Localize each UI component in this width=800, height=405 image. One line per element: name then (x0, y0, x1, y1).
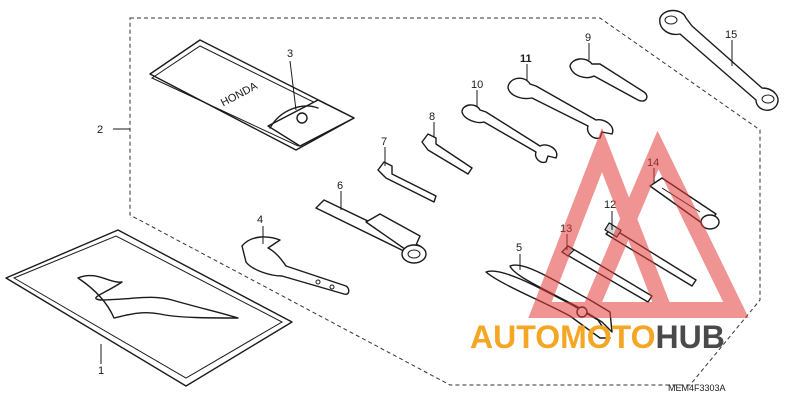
watermark-part-moto: MOTO (560, 319, 655, 355)
callout-10: 10 (471, 79, 483, 91)
open-wrench-11 (507, 77, 614, 140)
hex-key-7 (377, 161, 437, 203)
callout-8: 8 (429, 111, 435, 123)
watermark-triangles (528, 127, 749, 318)
watermark-part-hub: HUB (655, 319, 724, 355)
callout-15: 15 (725, 29, 737, 41)
callout-3: 3 (287, 48, 293, 60)
callout-2: 2 (97, 124, 103, 136)
tool-pouch: HONDA (149, 39, 355, 151)
kit-boundary (129, 17, 761, 386)
watermark-text: AUTOMOTOHUB (470, 319, 725, 355)
callout-12: 12 (604, 199, 616, 211)
leader-3 (289, 60, 297, 111)
socket-wrench (315, 199, 427, 264)
callout-6: 6 (337, 180, 343, 192)
small-wrench-9 (569, 58, 648, 102)
hex-key-8 (421, 133, 473, 175)
drawing-code: MEM4F3303A (668, 383, 726, 393)
callout-4: 4 (257, 214, 263, 226)
owners-manual (5, 229, 293, 387)
pin-spanner (241, 236, 350, 296)
callout-5: 5 (516, 242, 522, 254)
callout-9: 9 (585, 32, 591, 44)
open-wrench-10 (461, 104, 558, 164)
callout-1: 1 (98, 365, 104, 377)
callout-11: 11 (520, 53, 532, 65)
box-wrench (659, 9, 779, 111)
callout-7: 7 (381, 136, 387, 148)
watermark-part-auto: AUTO (470, 319, 560, 355)
